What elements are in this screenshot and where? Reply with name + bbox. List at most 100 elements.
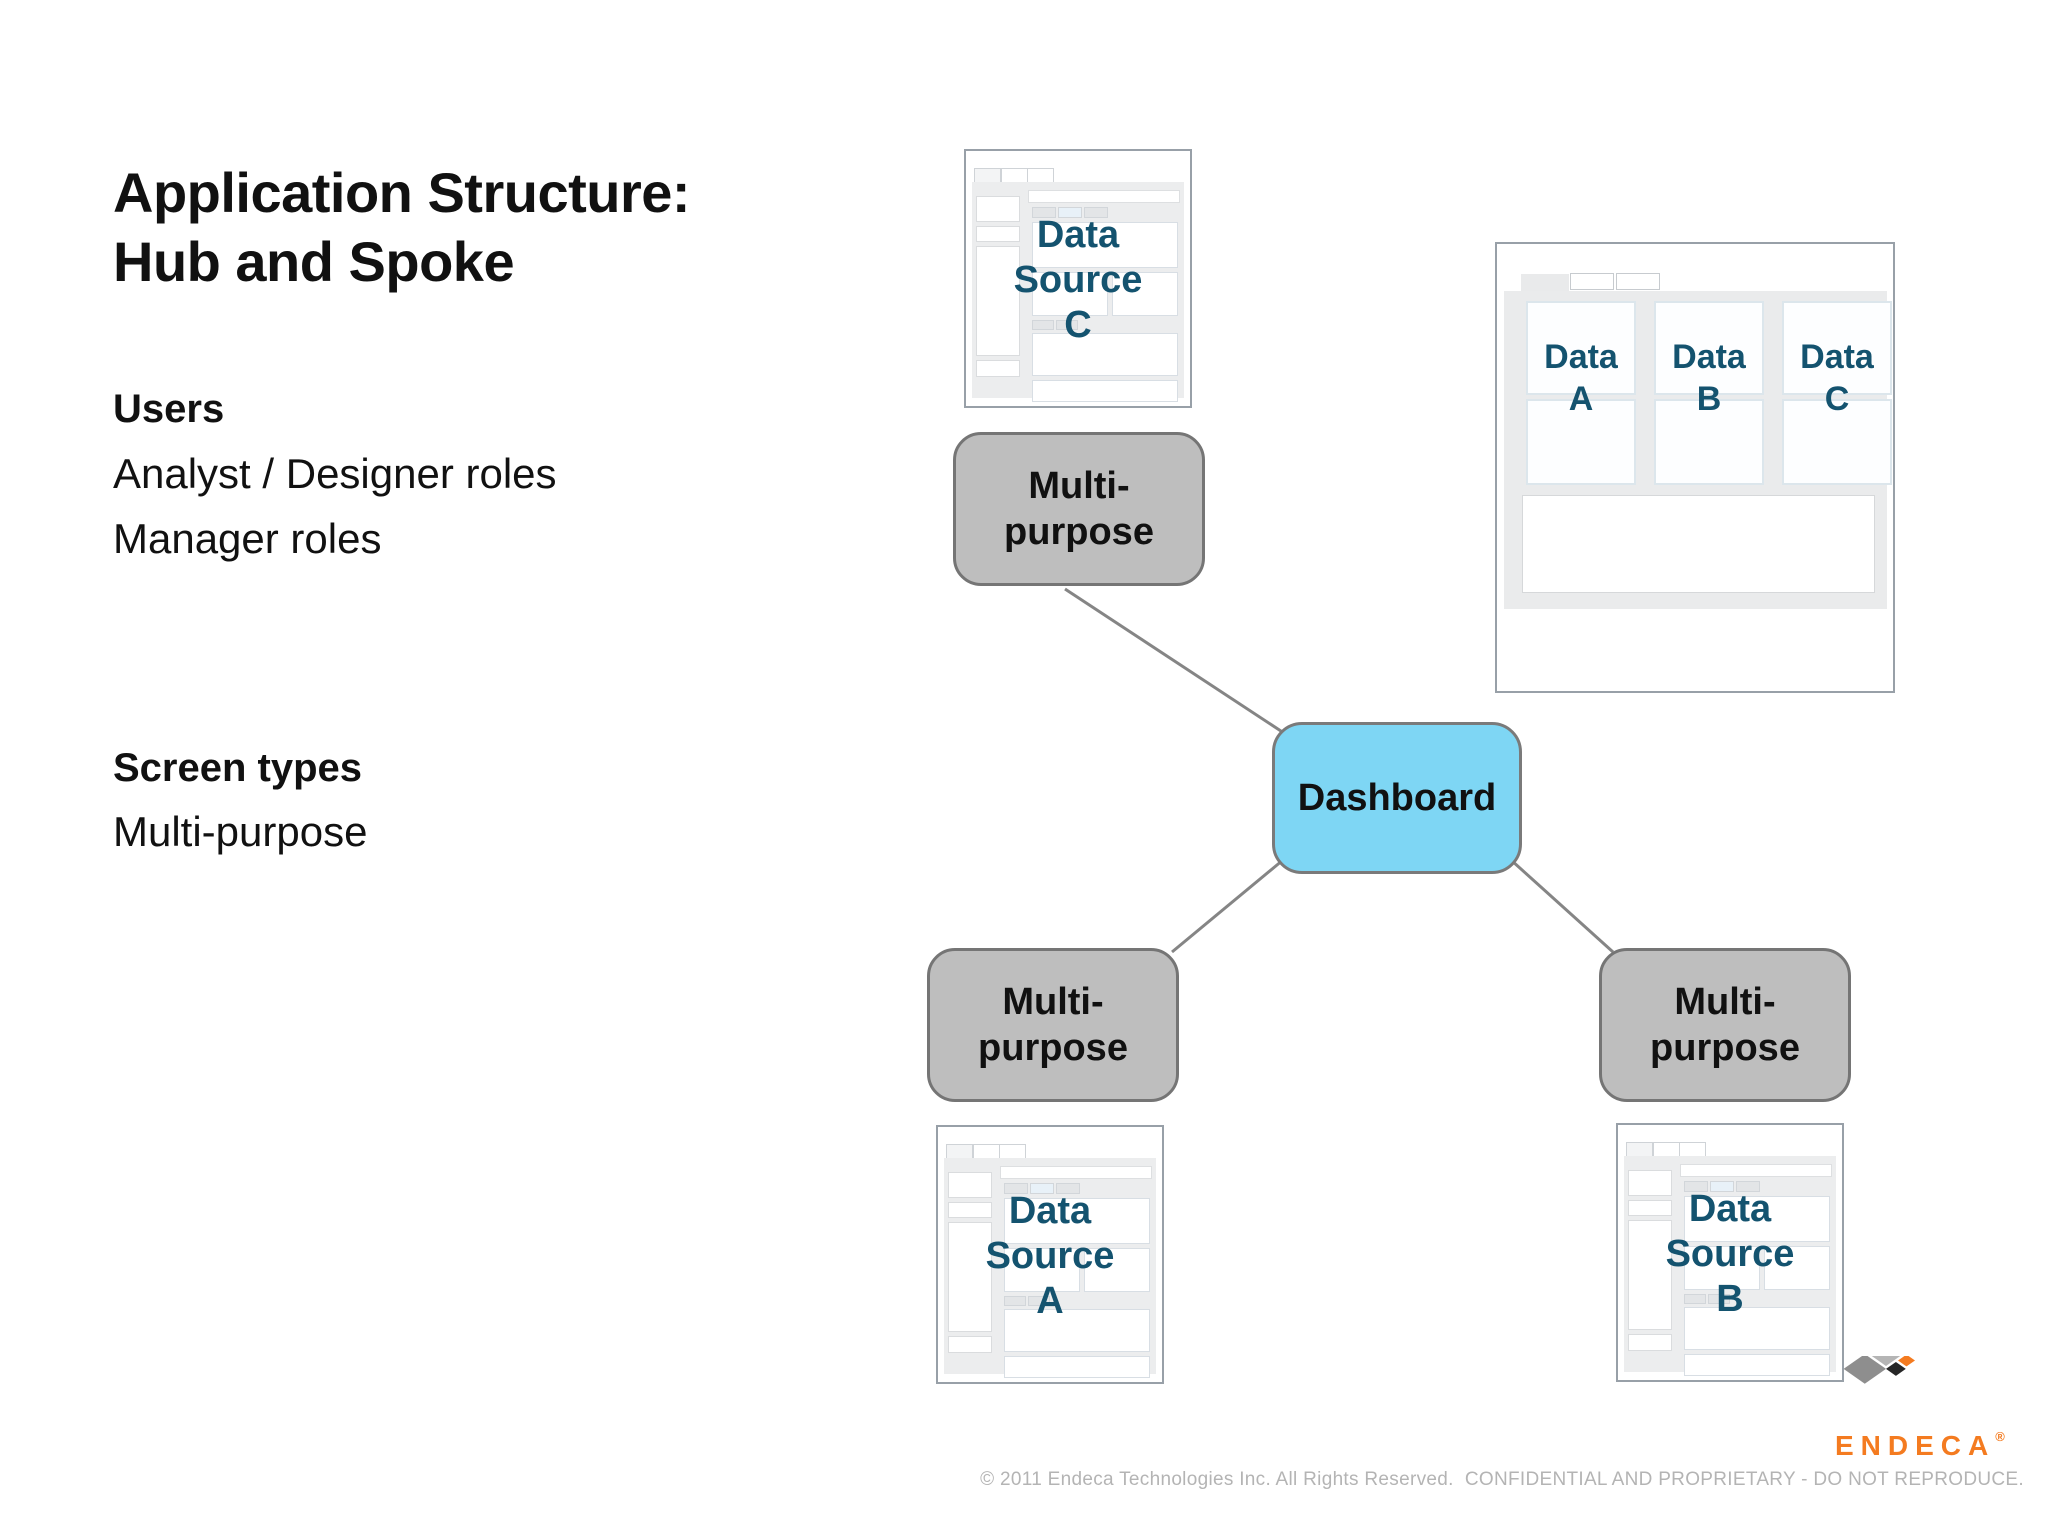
screen-types-item-multipurpose: Multi-purpose [113, 808, 368, 855]
wireframe-panel [1004, 1309, 1150, 1352]
screen-types-heading: Screen types [113, 746, 363, 790]
wireframe-sidebar-block [1628, 1200, 1672, 1216]
mini-tab [1708, 1294, 1730, 1304]
wireframe-label-data-source-a: Data Source A [938, 1189, 1162, 1324]
mini-tab [1684, 1181, 1708, 1192]
wireframe-panel [1684, 1246, 1760, 1290]
users-item-analyst-designer: Analyst / Designer roles [113, 450, 557, 497]
browser-tab [1616, 273, 1660, 290]
mini-tab [1032, 320, 1054, 330]
label-line: Source [1665, 1233, 1795, 1275]
wireframe-panel [1032, 222, 1178, 268]
wireframe-panel [1004, 1198, 1150, 1244]
node-label-line: Dashboard [1297, 776, 1497, 819]
wireframe-panel [1684, 1196, 1830, 1242]
card-label-data-c: Data C [1782, 336, 1892, 420]
node-label-line: Multi- [1028, 465, 1130, 507]
wireframe-sidebar-block [976, 196, 1020, 222]
wireframe-label-data-source-c: Data Source C [966, 213, 1190, 348]
label-line: Source [1013, 259, 1143, 301]
data-card [1654, 301, 1764, 395]
mini-tab [1710, 1181, 1734, 1192]
data-card [1654, 399, 1764, 485]
wireframe-sidebar-block [948, 1202, 992, 1218]
label-line: A [1036, 1280, 1064, 1322]
wireframe-sidebar-block [1628, 1334, 1672, 1351]
label-line: Data [1800, 338, 1874, 376]
wireframe-address-bar [1028, 190, 1180, 203]
wireframe-sidebar-block [976, 246, 1020, 356]
wireframe-sidebar-block [948, 1172, 992, 1198]
node-dashboard-hub: Dashboard [1272, 722, 1522, 874]
endeca-brand-text: ENDECA® [1835, 1429, 2005, 1462]
card-label-data-a: Data A [1526, 336, 1636, 420]
wireframe-data-source-b: Data Source B [1616, 1123, 1844, 1382]
wireframe-address-bar [1000, 1166, 1152, 1179]
mini-tab [1030, 1183, 1054, 1194]
label-line: Data [1036, 214, 1120, 256]
wireframe-mini-tabs [1032, 207, 1108, 218]
wireframe-panel [1032, 380, 1178, 402]
page-title-line1: Application Structure: [113, 161, 691, 224]
wireframe-panel [1684, 1307, 1830, 1350]
label-line: Source [985, 1235, 1115, 1277]
wireframe-mini-tabs [1032, 320, 1078, 330]
node-multipurpose-left: Multi- purpose [927, 948, 1179, 1102]
browser-tab [1001, 168, 1028, 183]
browser-tab [1027, 168, 1054, 183]
users-heading: Users [113, 387, 225, 431]
logo-facet-orange [1898, 1356, 1915, 1367]
node-multipurpose-top: Multi- purpose [953, 432, 1205, 586]
wireframe-label-data-source-b: Data Source B [1618, 1187, 1842, 1322]
logo-facet-black [1886, 1361, 1906, 1376]
wireframe-sidebar-block [1628, 1170, 1672, 1196]
wireframe-panel [1004, 1248, 1080, 1292]
brand-name: ENDECA [1835, 1430, 1996, 1461]
copyright-text: © 2011 Endeca Technologies Inc. All Righ… [980, 1469, 2024, 1490]
data-card [1782, 399, 1892, 485]
browser-tab [999, 1144, 1026, 1159]
users-item-manager: Manager roles [113, 515, 382, 562]
endeca-logo-icon [1843, 1356, 1915, 1384]
browser-tab [1626, 1142, 1653, 1157]
mini-tab [1058, 207, 1082, 218]
wireframe-data-source-a: Data Source A [936, 1125, 1164, 1384]
data-card [1526, 301, 1636, 395]
wireframe-data-source-c: Data Source C [964, 149, 1192, 408]
label-line: Data [1672, 338, 1746, 376]
browser-tab [974, 168, 1001, 183]
mini-tab [1004, 1183, 1028, 1194]
node-label-line: purpose [1650, 1027, 1800, 1069]
label-line: B [1696, 380, 1722, 418]
wireframe-panel [1764, 1246, 1830, 1290]
connector-hub-to-right-spoke [1509, 858, 1615, 954]
mini-tab [1056, 320, 1078, 330]
data-card [1782, 301, 1892, 395]
wireframe-sidebar-block [948, 1336, 992, 1353]
label-line: Data [1008, 1190, 1092, 1232]
label-line: C [1824, 380, 1850, 418]
wireframe-mini-tabs [1004, 1296, 1050, 1306]
mini-tab [1004, 1296, 1026, 1306]
page-title: Application Structure: Hub and Spoke [113, 158, 691, 296]
wireframe-sidebar-block [976, 226, 1020, 242]
browser-tab-selected [1521, 274, 1569, 292]
page-title-line2: Hub and Spoke [113, 230, 515, 293]
wireframe-chrome [1624, 1156, 1836, 1376]
wireframe-chrome [944, 1158, 1156, 1378]
wireframe-panel [1112, 272, 1178, 316]
mini-tab [1028, 1296, 1050, 1306]
browser-tab [973, 1144, 1000, 1159]
mini-tab [1684, 1294, 1706, 1304]
browser-tab [1570, 273, 1614, 290]
node-label-line: Multi- [1674, 981, 1776, 1023]
wireframe-panel [1032, 333, 1178, 376]
wireframe-panel [1684, 1354, 1830, 1376]
node-multipurpose-right: Multi- purpose [1599, 948, 1851, 1102]
connector-top-spoke-to-hub [1064, 587, 1291, 739]
wireframe-mini-tabs [1004, 1183, 1080, 1194]
registered-mark: ® [1995, 1429, 2005, 1444]
wireframe-chrome [972, 182, 1184, 402]
label-line: A [1568, 380, 1594, 418]
